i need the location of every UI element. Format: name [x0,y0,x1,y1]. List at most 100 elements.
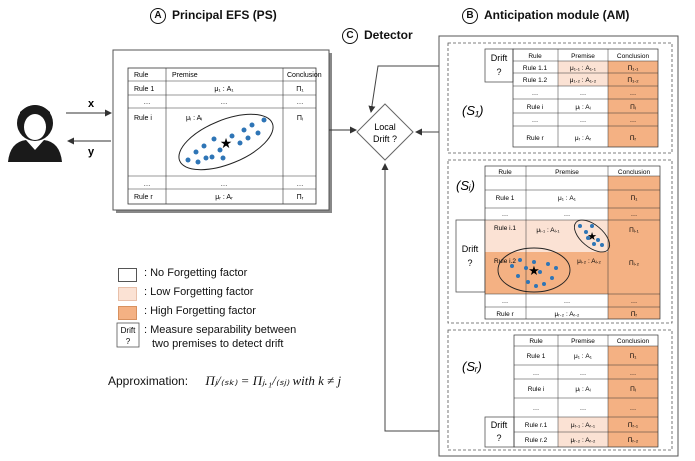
am-title: Anticipation module (AM) [484,8,630,23]
am1-drift-text2: ? [496,67,501,77]
ps-row1-premise: μ₁ : A₁ [214,86,234,93]
am3-drift-text2: ? [496,433,501,443]
badge-a: A [150,8,166,24]
am2-col-rule: Rule [498,169,512,176]
am3-r2-rule: … [533,370,540,377]
am1-col-rule: Rule [528,53,542,60]
legend-drift-desc-2: two premises to detect drift [152,338,284,350]
am1-r1-conclusion: Π₁.₁ [628,65,640,72]
user-icon [8,105,62,162]
ps-col-conclusion: Conclusion [287,72,322,79]
am3-r1-premise: μ₁ : A₁ [574,353,593,360]
am2-r6-rule: Rule r [496,311,514,318]
am1-col-conclusion: Conclusion [617,53,650,60]
swatch-none [118,268,137,282]
am3-drift-box [484,416,515,448]
ps-row5-conclusion: Πᵣ [297,194,304,201]
ps-col-premise: Premise [172,72,198,79]
am2-frame [447,159,673,324]
am2-r2-conclusion: … [631,211,638,218]
am1-r3-conclusion: … [630,90,637,97]
am2-r5-rule: … [502,298,509,305]
am2-r1-rule: Rule 1 [496,195,515,202]
am3-r3-rule: Rule i [528,386,545,393]
am1-r2-rule: Rule 1.2 [523,77,548,84]
approximation-formula: Πⱼ/₍ₛₖ₎ = Πⱼ.₁/₍ₛⱼ₎ with k ≠ j [205,373,342,388]
am2-drift-text1: Drift [462,244,479,254]
am3-state-label: (Sᵣ) [462,359,482,374]
x-label: x [88,98,95,110]
ps-row3-rule: Rule i [134,115,152,122]
am1-r2-conclusion: Π₁.₂ [627,77,639,84]
am2-r3-premise: μᵢ.₁ : Aᵢ.₁ [536,227,560,234]
am3-col-premise: Premise [571,338,595,345]
am2-r1-conclusion: Π₁ [631,195,639,202]
am1-r6-conclusion: Πᵣ [630,135,637,142]
legend-drift-text1: Drift [121,326,136,335]
am2-cluster-2: ★ [497,247,571,293]
ps-row2-conclusion: … [297,99,304,106]
legend-low-forgetting-label: : Low Forgetting factor [144,286,254,298]
swatch-high [118,306,137,320]
am1-r3-rule: … [532,90,539,97]
am2-table: Rule Premise Conclusion Rule 1 μ₁ : A₁ Π… [484,165,661,320]
am1-frame [447,42,673,154]
am3-r4-rule: … [533,405,540,412]
am2-r5-conclusion: … [631,298,638,305]
legend-drift-box [116,322,140,348]
approximation: Approximation: Πⱼ/₍ₛₖ₎ = Πⱼ.₁/₍ₛⱼ₎ with … [108,373,341,389]
am3-r5-rule: Rule r.1 [525,422,548,429]
am2-r1-premise: μ₁ : A₁ [558,195,577,202]
am1-state-label: (S₁) [462,103,483,118]
ps-row4-rule: … [144,181,151,188]
am1-r1-rule: Rule 1.1 [523,65,548,72]
detector-title: Detector [364,28,413,43]
am3-r5-premise: μᵣ.₁ : Aᵣ.₁ [571,422,596,429]
am3-r4-conclusion: … [630,405,637,412]
am3-r2-conclusion: … [630,370,637,377]
am3-frame [447,329,673,451]
am1-r2-premise: μ₁.₂ : A₁.₂ [570,77,597,84]
am1-r3-premise: … [580,90,587,97]
am3-r5-conclusion: Πᵣ.₁ [628,422,639,429]
badge-c: C [342,28,358,44]
ps-row4-premise: … [221,181,228,188]
am1-r4-rule: Rule i [527,104,544,111]
am3-col-rule: Rule [529,338,543,345]
am3-r6-rule: Rule r.2 [525,437,548,444]
approximation-label: Approximation: [108,374,189,388]
am3-r2-premise: … [580,370,587,377]
am1-drift-text1: Drift [491,53,508,63]
ps-col-rule: Rule [134,72,149,79]
legend-drift-desc-1: : Measure separability between [144,324,297,336]
ps-row1-rule: Rule 1 [134,86,154,93]
am2-drift-box [455,219,486,293]
am3-table: Rule Premise Conclusion Rule 1 μ₁ : A₁ Π… [513,334,659,448]
ps-row3-premise: μᵢ : Aᵢ [186,115,202,122]
am1-r1-premise: μ₁.₁ : A₁.₁ [570,65,597,72]
legend-no-forgetting-label: : No Forgetting factor [144,267,248,279]
am2-r5-premise: … [564,298,571,305]
am1-r4-conclusion: Πᵢ [630,104,636,111]
ps-row1-conclusion: Π₁ [296,86,304,93]
am3-r1-rule: Rule 1 [527,353,546,360]
am2-r4-rule: Rule i.2 [494,258,516,265]
ps-row2-rule: … [144,99,151,106]
am2-r3-conclusion: Πᵢ.₁ [629,227,640,234]
am1-r6-rule: Rule r [526,135,544,142]
legend-drift-text2: ? [126,337,131,346]
am3-col-conclusion: Conclusion [617,338,650,345]
ps-row2-premise: … [221,99,228,106]
am2-r3-rule: Rule i.1 [494,225,516,232]
am1-r5-premise: … [580,117,587,124]
am2-r4-conclusion: Πᵢ.₂ [629,260,640,267]
ps-row5-premise: μᵣ : Aᵣ [215,194,233,201]
svg-text:★: ★ [528,263,540,278]
am2-r2-premise: … [564,211,571,218]
am1-table: Rule Premise Conclusion Rule 1.1 μ₁.₁ : … [512,48,659,148]
am2-r6-premise: μᵣ.₂ : Aᵣ.₂ [555,311,580,318]
am3-r1-conclusion: Π₁ [630,353,638,360]
ps-cluster: ★ [178,113,274,171]
am1-r6-premise: μᵣ : Aᵣ [575,135,592,142]
